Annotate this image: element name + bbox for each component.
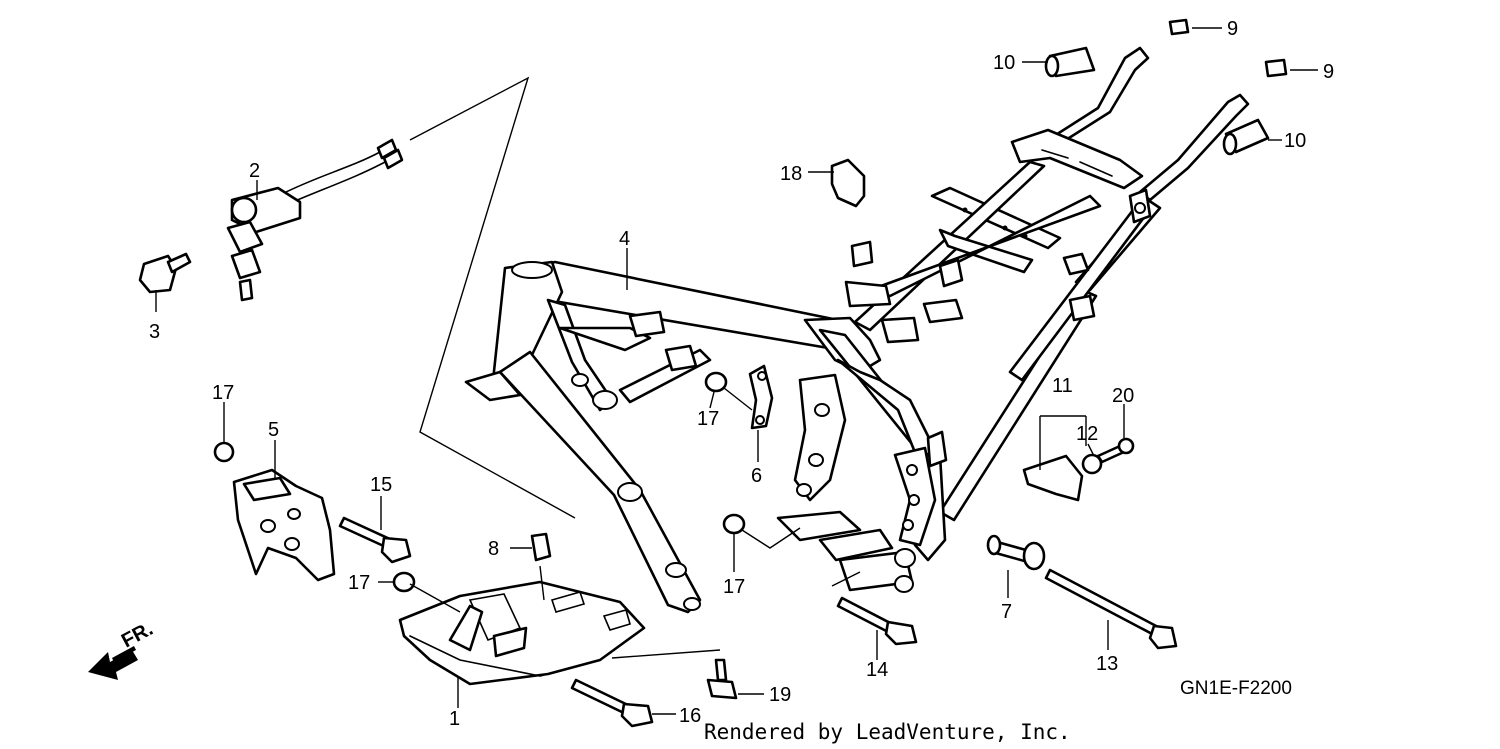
callout-11: 11 bbox=[1052, 375, 1073, 397]
engine-hanger-plate bbox=[232, 468, 336, 582]
flange-nut bbox=[213, 371, 746, 593]
callout-10-right: 10 bbox=[1284, 130, 1306, 152]
wire-clamp bbox=[830, 158, 866, 208]
callout-5: 5 bbox=[268, 419, 279, 441]
callout-labels: 1 2 3 4 5 6 7 8 9 9 10 10 11 12 13 14 15… bbox=[149, 18, 1334, 730]
callout-9-top: 9 bbox=[1227, 18, 1238, 40]
callout-18: 18 bbox=[780, 163, 802, 185]
callout-3: 3 bbox=[149, 321, 160, 343]
callout-14: 14 bbox=[866, 659, 888, 681]
callout-19: 19 bbox=[769, 684, 791, 706]
bolt-13 bbox=[1044, 568, 1178, 650]
grommet bbox=[1168, 18, 1288, 78]
bolt-15 bbox=[338, 516, 412, 564]
callout-13: 13 bbox=[1096, 653, 1118, 675]
collar-12 bbox=[1081, 453, 1103, 475]
bolt-16 bbox=[570, 678, 654, 728]
diagram-code: GN1E-F2200 bbox=[1180, 678, 1292, 699]
brace-6 bbox=[748, 364, 774, 430]
callout-6: 6 bbox=[751, 465, 762, 487]
callout-2: 2 bbox=[249, 160, 260, 182]
callout-17-lower: 17 bbox=[723, 576, 745, 598]
callout-16: 16 bbox=[679, 705, 701, 727]
callout-15: 15 bbox=[370, 474, 392, 496]
bolt-20 bbox=[1096, 437, 1135, 464]
callout-17-left: 17 bbox=[212, 382, 234, 404]
callout-7: 7 bbox=[1001, 601, 1012, 623]
front-direction-label: FR. bbox=[118, 618, 157, 653]
callout-leaders bbox=[155, 27, 1318, 715]
rubber-bush bbox=[1044, 46, 1270, 156]
ignition-switch bbox=[226, 138, 404, 302]
callout-17-skid: 17 bbox=[348, 572, 370, 594]
frame-body bbox=[464, 46, 1250, 614]
chain-guide bbox=[1022, 454, 1084, 502]
ignition-key bbox=[138, 252, 192, 294]
render-credit: Rendered by LeadVenture, Inc. bbox=[704, 720, 1071, 744]
callout-1: 1 bbox=[449, 708, 460, 730]
callout-8: 8 bbox=[488, 538, 499, 560]
rubber-cap bbox=[530, 532, 552, 562]
callout-12: 12 bbox=[1076, 423, 1098, 445]
callout-9-right: 9 bbox=[1323, 61, 1334, 83]
skid-plate bbox=[398, 580, 646, 686]
callout-4: 4 bbox=[619, 228, 630, 250]
callout-20: 20 bbox=[1112, 385, 1134, 407]
callout-10-top: 10 bbox=[993, 52, 1015, 74]
bolt-19 bbox=[706, 658, 738, 700]
front-direction-arrow: FR. bbox=[88, 618, 157, 680]
callout-17-center: 17 bbox=[697, 408, 719, 430]
bolt-14 bbox=[836, 596, 918, 646]
pivot-collar bbox=[986, 534, 1046, 571]
